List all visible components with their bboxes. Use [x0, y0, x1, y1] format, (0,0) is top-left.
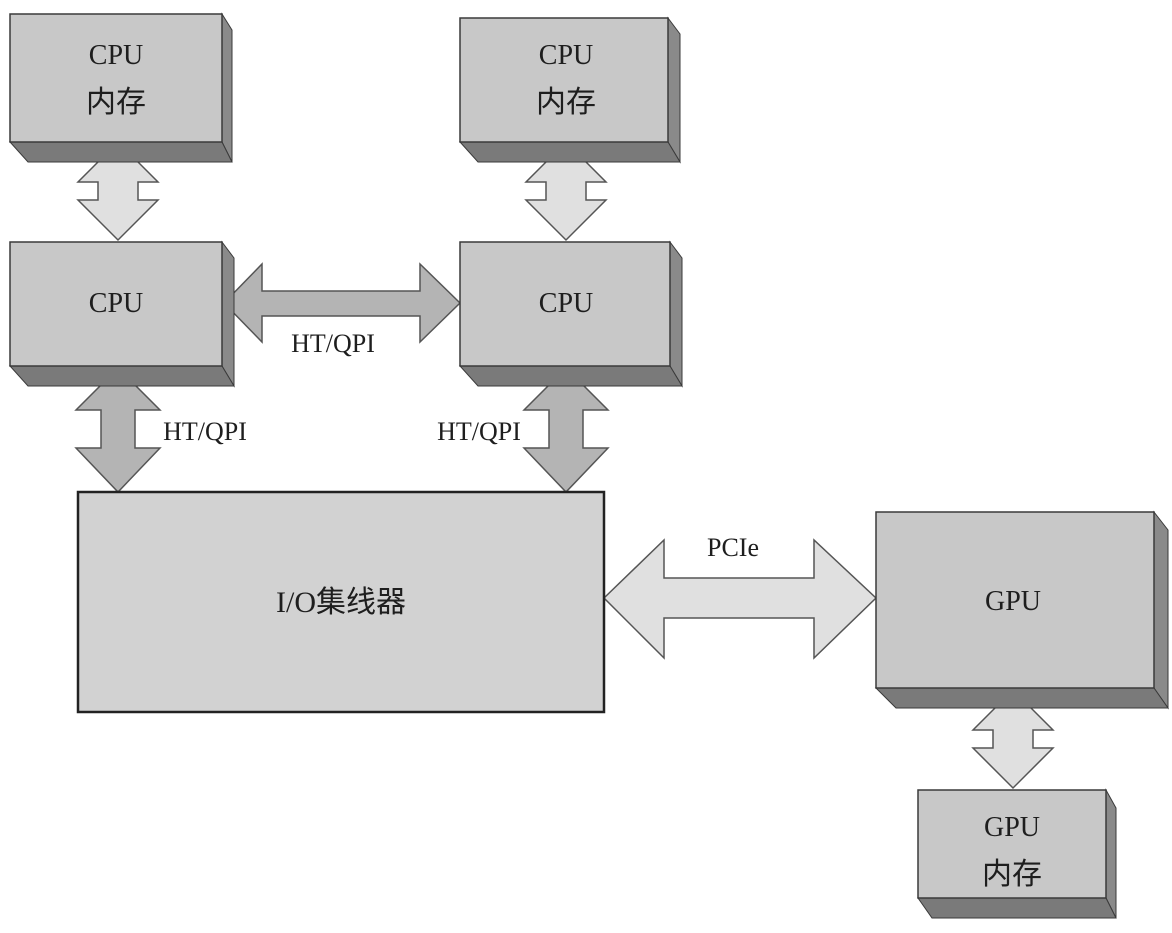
label-cpu-left-io: HT/QPI	[163, 417, 247, 446]
label-cpu-right-io: HT/QPI	[437, 417, 521, 446]
node-label: CPU	[89, 288, 143, 319]
arrow-cpu-mem-right	[524, 140, 608, 242]
node-label: GPU	[984, 812, 1040, 843]
node-cpu-memory-left: CPU 内存	[8, 12, 233, 163]
node-label: 内存	[86, 86, 146, 119]
node-label: CPU	[539, 288, 593, 319]
label-io-gpu: PCIe	[707, 533, 759, 562]
node-cpu-memory-right: CPU 内存	[458, 16, 681, 164]
node-gpu: GPU	[874, 510, 1169, 710]
node-label: CPU	[539, 40, 593, 71]
node-gpu-memory: GPU 内存	[917, 788, 1117, 919]
arrow-cpu-left-io	[74, 366, 162, 494]
node-label: CPU	[89, 40, 143, 71]
node-label: 内存	[982, 858, 1042, 891]
node-label: I/O集线器	[276, 586, 406, 619]
arrow-cpu-right-io	[522, 366, 610, 494]
arrow-gpu-mem	[971, 688, 1055, 790]
node-label: GPU	[985, 586, 1041, 617]
node-io-hub: I/O集线器	[76, 490, 606, 714]
node-label: 内存	[536, 86, 596, 119]
node-cpu-left: CPU	[8, 240, 235, 388]
label-cpu-cpu: HT/QPI	[291, 329, 375, 358]
arrow-cpu-mem-left	[76, 140, 160, 242]
node-cpu-right: CPU	[458, 240, 683, 388]
